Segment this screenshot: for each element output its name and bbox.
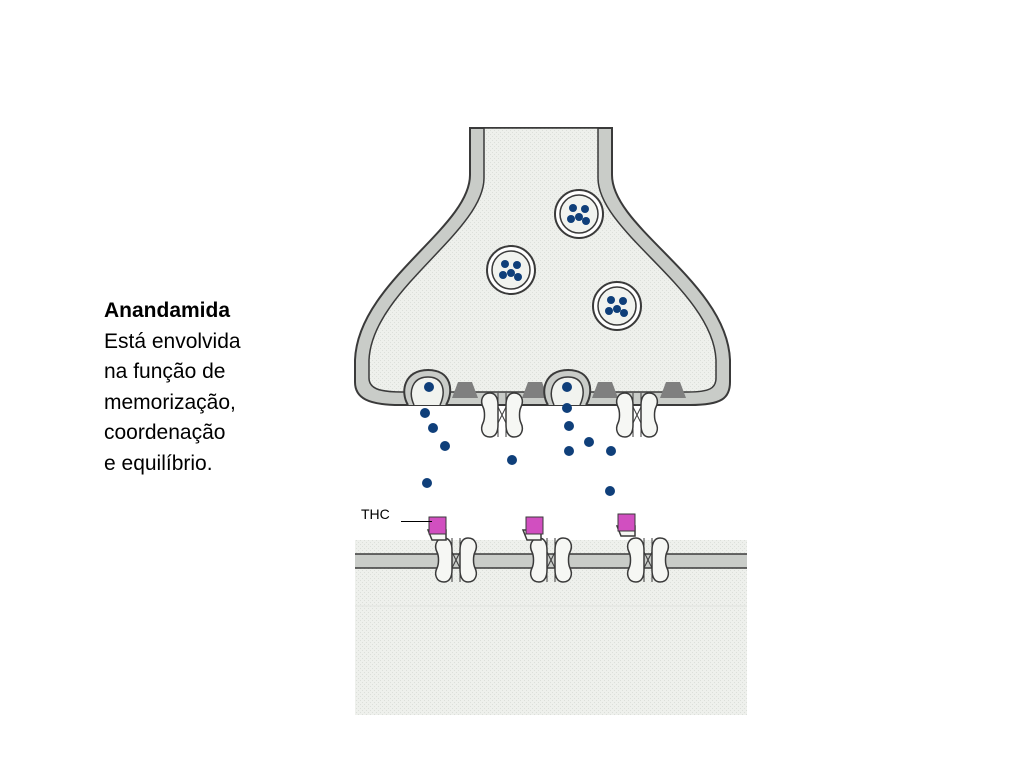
thc-molecule-1 (428, 516, 447, 535)
thc-molecules (428, 513, 636, 535)
pump-proteins (452, 382, 686, 398)
thc-molecule-2 (525, 516, 544, 535)
caption-line-5: e equilíbrio. (104, 451, 213, 475)
vesicle-1 (554, 189, 604, 239)
postsynaptic-neuron (355, 540, 747, 715)
thc-molecule-3 (617, 513, 636, 532)
vesicle-3 (592, 281, 642, 331)
caption-line-1: Está envolvida (104, 329, 241, 353)
neurotransmitter-dots (420, 382, 616, 496)
thc-pointer-line (401, 521, 432, 522)
thc-label: THC (361, 506, 390, 522)
caption-line-2: na função de (104, 360, 226, 383)
presynaptic-terminal (354, 127, 731, 406)
vesicle-2 (486, 245, 536, 295)
caption-title: Anandamida (104, 299, 231, 322)
caption-line-3: memorização, (104, 390, 236, 414)
caption-block: Anandamida Está envolvida na função de m… (104, 296, 241, 479)
caption-line-4: coordenação (104, 421, 226, 444)
